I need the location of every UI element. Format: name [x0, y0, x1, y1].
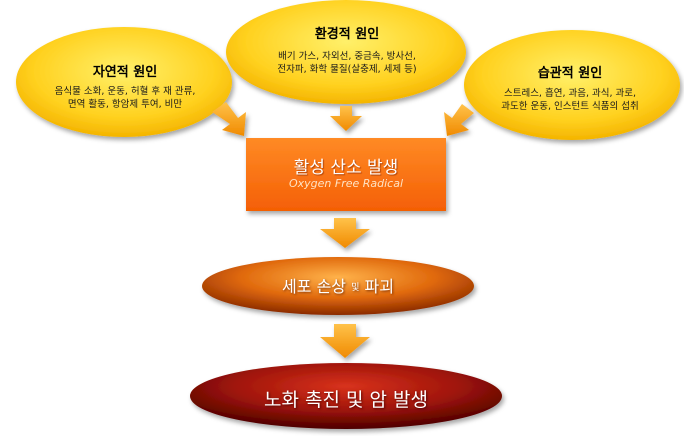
environmental-cause-line: 전자파, 화학 물질(살충제, 세제 등) — [277, 64, 417, 75]
environmental-cause-ellipse — [226, 0, 466, 104]
aging-cancer-label: 노화 촉진 및 암 발생 — [264, 389, 428, 411]
cell-damage-conjunction: 및 — [351, 283, 360, 293]
habitual-cause-line: 과도한 운동, 인스턴트 식품의 섭취 — [501, 101, 639, 112]
arrow-cell-damage-to-final — [320, 324, 370, 358]
habitual-cause-title: 습관적 원인 — [537, 66, 603, 81]
habitual-cause-line: 스트레스, 흡연, 과음, 과식, 과로, — [503, 88, 637, 99]
arrow-habitual-to-radical — [444, 104, 474, 136]
cell-damage-label: 세포 손상 및 파괴 — [200, 273, 476, 297]
habitual-cause-description: 스트레스, 흡연, 과음, 과식, 과로, 과도한 운동, 인스턴트 식품의 섭… — [470, 87, 670, 113]
oxygen-radical-title: 활성 산소 발생 — [293, 158, 399, 178]
natural-cause-line: 면역 활동, 항암제 투여, 비만 — [67, 99, 183, 110]
environmental-cause-description: 배기 가스, 자외선, 중금속, 방사선, 전자파, 화학 물질(살충제, 세제… — [228, 50, 466, 76]
natural-cause-ellipse — [16, 27, 232, 137]
natural-cause-title: 자연적 원인 — [92, 65, 158, 80]
arrow-natural-to-radical — [212, 102, 246, 136]
environmental-cause-line: 배기 가스, 자외선, 중금속, 방사선, — [278, 51, 416, 62]
natural-cause-description: 음식물 소화, 운동, 허혈 후 재 관류, 면역 활동, 항암제 투여, 비만 — [22, 85, 228, 111]
environmental-cause-title: 환경적 원인 — [314, 27, 380, 42]
arrow-environmental-to-radical — [330, 106, 362, 131]
cell-damage-ellipse — [202, 257, 474, 315]
arrow-radical-to-cell-damage — [320, 218, 370, 248]
cell-damage-part2: 파괴 — [364, 277, 394, 296]
oxygen-radical-box — [246, 138, 446, 211]
cell-damage-part1: 세포 손상 — [282, 277, 347, 296]
oxygen-radical-subtitle: Oxygen Free Radical — [288, 177, 404, 190]
habitual-cause-ellipse — [464, 30, 680, 140]
aging-cancer-ellipse — [190, 363, 502, 429]
natural-cause-line: 음식물 소화, 운동, 허혈 후 재 관류, — [54, 86, 196, 97]
